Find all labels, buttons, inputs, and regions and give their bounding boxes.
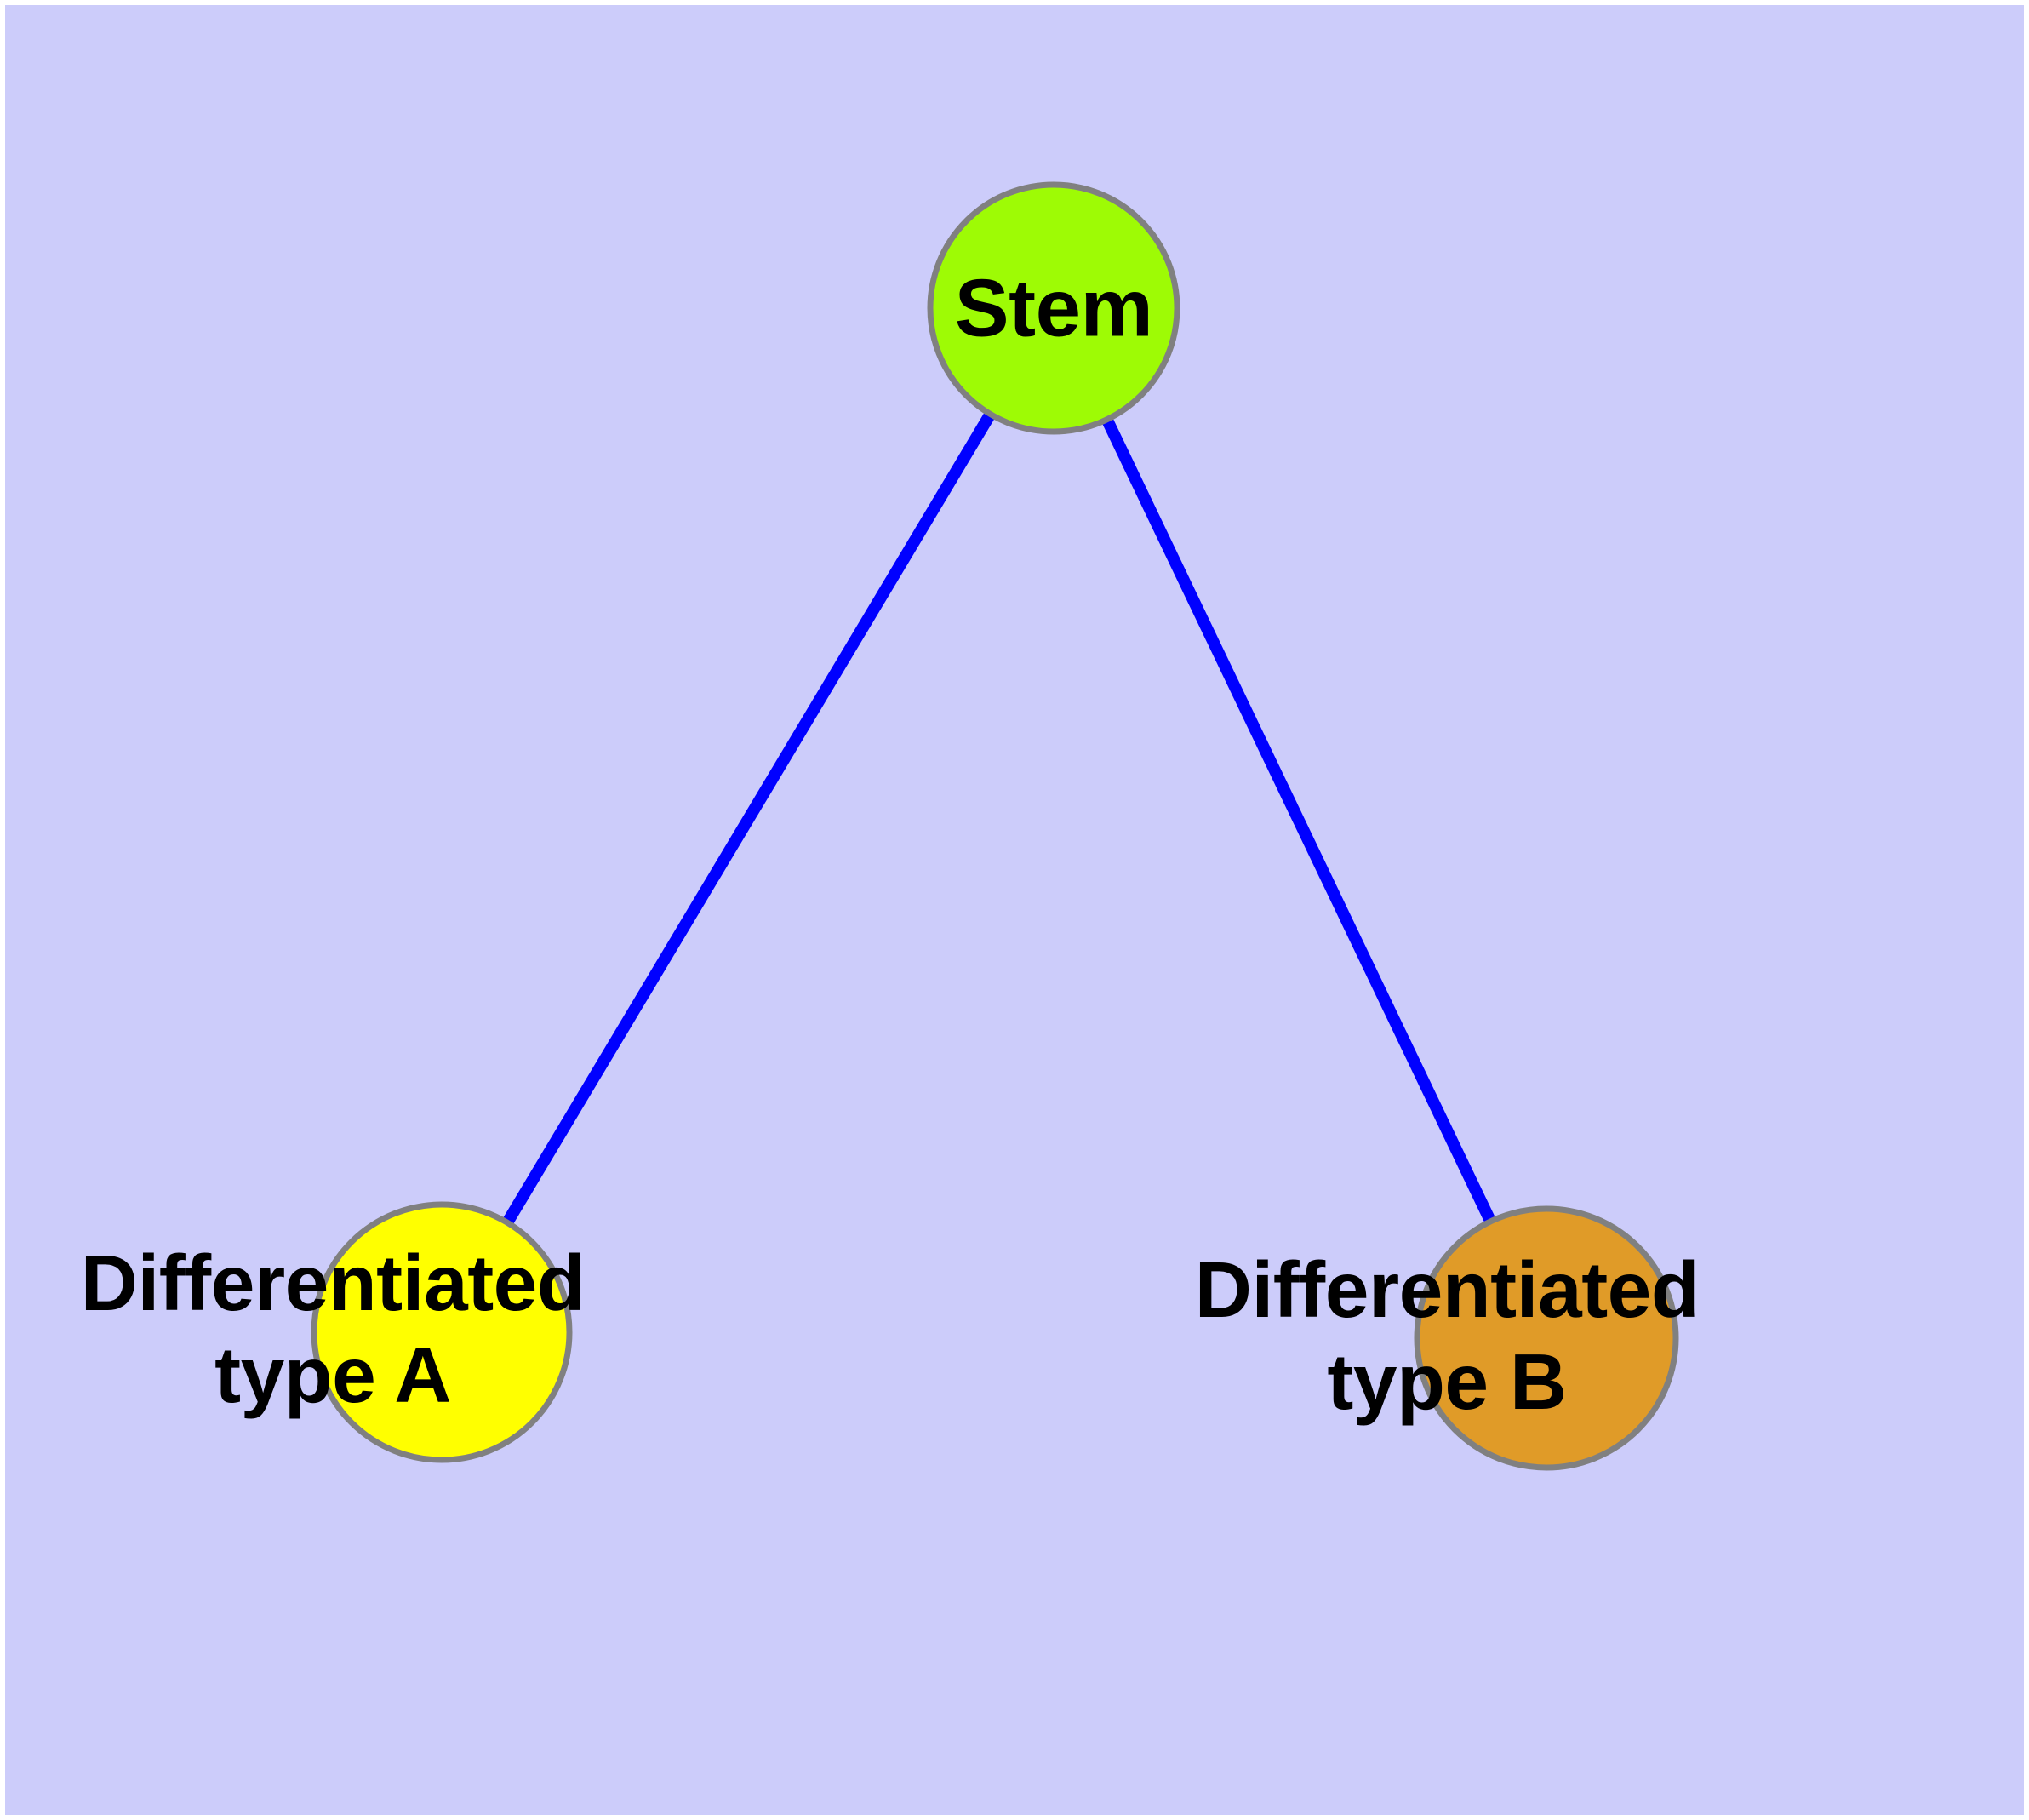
node-layer [311, 181, 1679, 1471]
edge-layer [436, 305, 1552, 1342]
node-differentiated-type-a[interactable] [311, 1201, 573, 1463]
edge-stem-to-differentiated-type-a[interactable] [436, 305, 1060, 1336]
node-differentiated-type-b[interactable] [1414, 1205, 1679, 1471]
node-stem[interactable] [927, 181, 1180, 435]
edge-stem-to-differentiated-type-b[interactable] [1048, 305, 1552, 1342]
